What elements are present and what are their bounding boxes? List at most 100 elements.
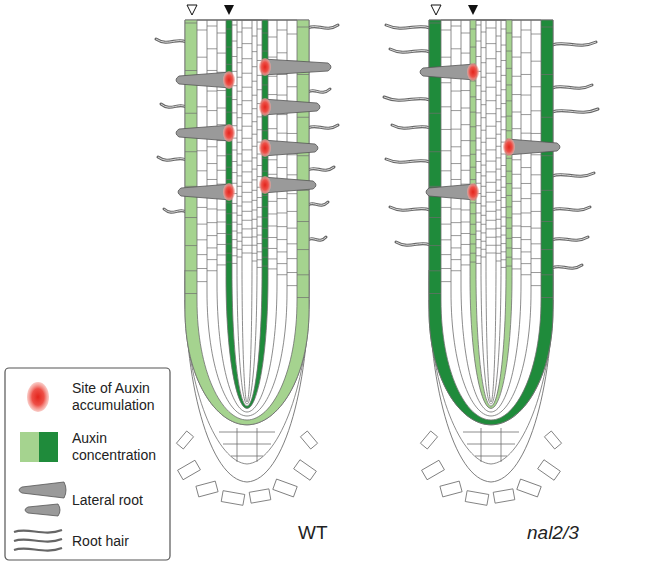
cell-wall — [197, 268, 207, 269]
legend-light-swatch — [20, 432, 39, 462]
cell-wall — [297, 249, 309, 250]
cell-wall — [496, 36, 501, 37]
cell-wall — [486, 149, 496, 150]
cell-wall — [531, 243, 541, 244]
cell-wall — [501, 165, 506, 166]
auxin-site — [503, 138, 515, 156]
cell-wall — [262, 171, 268, 172]
cell-wall — [242, 28, 252, 29]
cell-wall — [531, 193, 541, 194]
cell-wall — [486, 228, 496, 229]
cell-wall — [476, 222, 481, 223]
cell-wall — [242, 182, 252, 183]
cell-wall — [429, 245, 441, 246]
cell-wall — [232, 222, 237, 223]
columella-wall — [501, 428, 502, 462]
cell-wall — [470, 243, 476, 244]
cell-wall — [257, 226, 262, 227]
cell-wall — [217, 155, 226, 156]
cell-wall — [207, 179, 217, 180]
cell-wall — [197, 224, 207, 225]
cell-wall — [541, 249, 553, 250]
cell-wall — [531, 174, 541, 175]
root-hair-core — [552, 265, 582, 268]
cell-wall — [481, 175, 486, 176]
cell-wall — [237, 249, 242, 250]
cell-wall — [242, 220, 252, 221]
cell-wall — [541, 274, 553, 275]
cell-wall — [268, 268, 277, 269]
cell-wall — [262, 266, 268, 267]
cell-wall — [481, 257, 486, 258]
cell-wall — [237, 165, 242, 166]
cell-wall — [185, 245, 197, 246]
columella-wall — [463, 432, 519, 433]
cell-wall — [232, 203, 237, 204]
cell-wall — [185, 293, 197, 294]
filled-triangle — [224, 5, 234, 15]
cell-wall — [470, 167, 476, 168]
sloughed-cell — [221, 491, 245, 506]
cell-wall — [226, 213, 232, 214]
cell-wall — [441, 106, 451, 107]
cell-wall — [521, 263, 531, 264]
cell-wall — [297, 221, 309, 222]
sloughed-cell — [176, 431, 193, 449]
cell-wall — [512, 94, 521, 95]
cell-wall — [257, 207, 262, 208]
cell-wall — [277, 167, 287, 168]
cell-wall — [501, 267, 506, 268]
cell-wall — [277, 226, 287, 227]
root-hair-core — [552, 109, 598, 112]
cell-wall — [470, 126, 476, 127]
cell-wall — [521, 198, 531, 199]
sloughed-cell — [249, 489, 271, 503]
cell-wall — [242, 87, 252, 88]
cell-wall — [476, 41, 481, 42]
cell-wall — [268, 37, 277, 38]
cell-wall — [242, 171, 252, 172]
cell-wall — [481, 224, 486, 225]
cell-wall — [277, 95, 287, 96]
cell-wall — [496, 121, 501, 122]
cell-wall — [486, 43, 496, 44]
cell-wall — [277, 251, 287, 252]
root-hair-core — [552, 42, 596, 45]
cell-wall — [252, 36, 257, 37]
cell-wall — [470, 47, 476, 48]
cell-wall — [297, 297, 309, 298]
cell-wall — [512, 128, 521, 129]
columella-wall — [257, 428, 258, 462]
cell-wall — [461, 233, 470, 234]
root-hair — [552, 109, 598, 112]
cell-wall — [521, 226, 531, 227]
cell-wall — [207, 48, 217, 49]
root-hair — [384, 97, 430, 100]
cell-wall — [486, 182, 496, 183]
root-hair — [552, 85, 592, 88]
cell-wall — [486, 237, 496, 238]
cell-wall — [476, 183, 481, 184]
cell-wall — [226, 202, 232, 203]
cell-wall — [429, 113, 441, 114]
cell-wall — [476, 112, 481, 113]
cell-wall — [242, 161, 252, 162]
cell-wall — [501, 103, 506, 104]
cell-wall — [451, 26, 461, 27]
cell-wall — [481, 241, 486, 242]
cell-wall — [237, 257, 242, 258]
cell-wall — [461, 264, 470, 265]
cell-wall — [496, 157, 501, 158]
auxin-site — [223, 124, 235, 142]
cell-wall — [496, 134, 501, 135]
cell-wall — [461, 170, 470, 171]
cell-wall — [476, 25, 481, 26]
root-hair — [552, 42, 596, 45]
cell-wall — [470, 262, 476, 263]
root-hair-core — [552, 237, 588, 240]
cell-wall — [242, 58, 252, 59]
cell-wall — [257, 45, 262, 46]
cell-wall — [521, 167, 531, 168]
epidermis-band — [429, 20, 553, 425]
cell-wall — [268, 248, 277, 249]
